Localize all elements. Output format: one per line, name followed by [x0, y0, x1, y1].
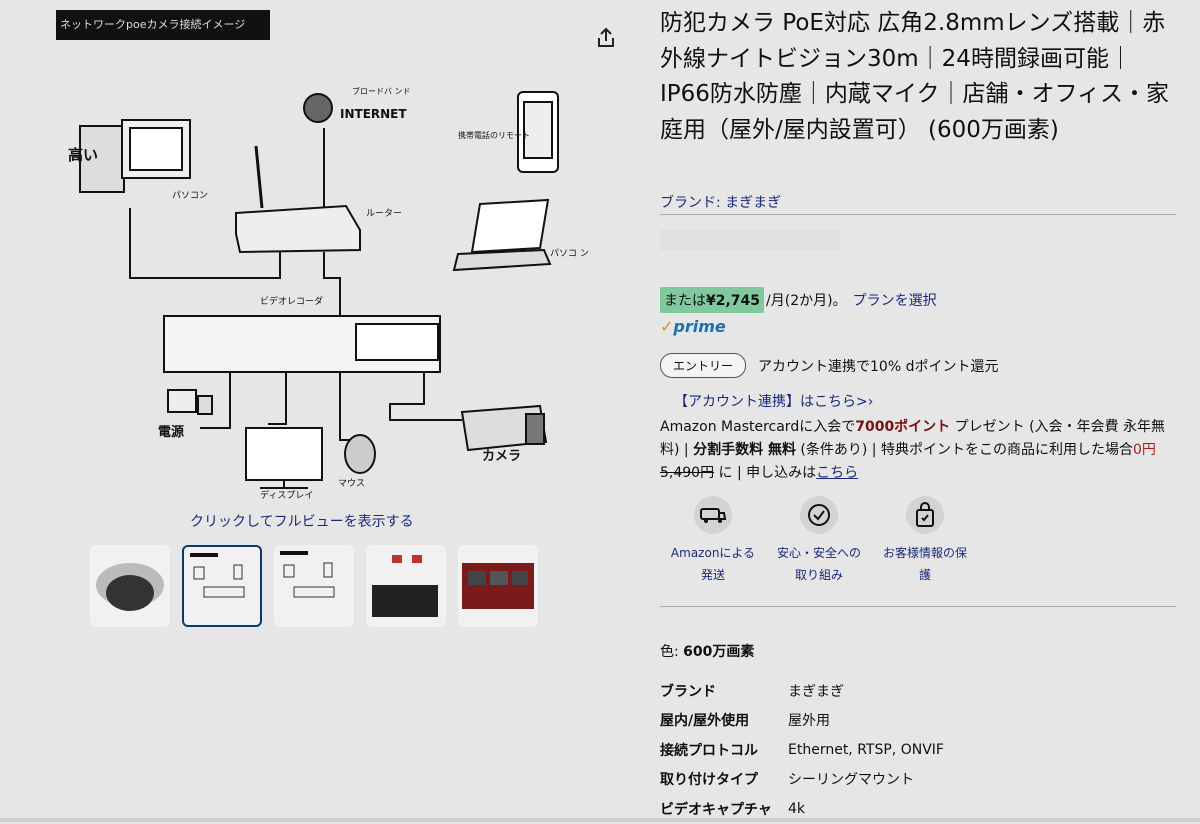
label-broadband: ブロードバ ンド [352, 86, 411, 96]
label-internet: INTERNET [340, 107, 407, 121]
color-value: 600万画素 [683, 644, 755, 660]
mastercard-promo: Amazon Mastercardに入会で7000ポイント プレゼント (入会・… [660, 419, 1165, 481]
prime-badge: ✓prime [660, 317, 726, 336]
prime-check-icon: ✓ [660, 317, 674, 336]
image-caption: ネットワークpoeカメラ接続イメージ [56, 10, 270, 40]
label-pc: パソコン [172, 190, 208, 201]
feature-safety[interactable]: 安心・安全への取り組み [766, 496, 872, 586]
table-row: ブランドまぎまぎ [660, 683, 844, 700]
thumbnail-network-diagram[interactable] [182, 545, 262, 627]
label-display: ディスプレイ [260, 489, 313, 501]
divider [660, 214, 1176, 215]
thumbnail-dome-camera[interactable] [90, 545, 170, 627]
apply-link[interactable]: こちら [816, 465, 859, 481]
entry-row: エントリー アカウント連携で10% dポイント還元 [660, 353, 998, 378]
table-row: 屋内/屋外使用屋外用 [660, 713, 830, 730]
thumbnail-strip [90, 545, 538, 627]
label-camera: カメラ [482, 449, 521, 464]
installment-price: ¥2,745 [706, 293, 761, 309]
label-power: 電源 [158, 424, 184, 440]
pc-tower [79, 125, 125, 193]
entry-text: アカウント連携で10% dポイント還元 [758, 358, 999, 375]
product-main-image[interactable]: ブロードバ ンド INTERNET 携帯電話のリモート 高い パソコン ルーター… [50, 8, 590, 508]
power-adapter [167, 389, 197, 413]
label-pc2: パソコ ン [550, 248, 589, 259]
label-mouse: マウス [338, 478, 365, 489]
label-phone: 携帯電話のリモート [458, 130, 530, 140]
globe-icon [303, 93, 333, 123]
installment-row: または¥2,745 /月(2か月)。 プランを選択 [660, 287, 937, 313]
feature-icons: Amazonによる発送 安心・安全への取り組み お客様情報の保護 [660, 496, 978, 586]
lock-bag-icon [916, 502, 934, 527]
installment-highlight: または¥2,745 [660, 287, 765, 313]
installment-suffix: /月(2か月)。 [766, 293, 847, 309]
table-row: 取り付けタイプシーリングマウント [660, 772, 914, 789]
bottom-divider [0, 818, 1200, 822]
entry-button[interactable]: エントリー [660, 353, 747, 378]
display-icon [245, 427, 323, 481]
router [235, 204, 361, 254]
product-title: 防犯カメラ PoE対応 広角2.8mmレンズ搭載｜赤外線ナイトビジョン30m｜2… [660, 10, 1169, 143]
mouse-icon [344, 434, 376, 474]
truck-icon [700, 508, 727, 523]
label-high: 高い [68, 146, 98, 164]
faint-placeholder [660, 230, 840, 250]
thumbnail-app-screens[interactable] [366, 545, 446, 627]
brand-link[interactable]: ブランド: まぎまぎ [660, 195, 782, 211]
thumbnail-network-diagram-2[interactable] [274, 545, 354, 627]
fullview-link[interactable]: クリックしてフルビューを表示する [190, 514, 414, 530]
laptop-icon [470, 198, 550, 254]
points-text: 7000ポイント [855, 419, 951, 435]
account-link[interactable]: 【アカウント連携】はこちら>› [674, 394, 874, 410]
feature-privacy[interactable]: お客様情報の保護 [872, 496, 978, 586]
share-icon[interactable] [594, 26, 618, 50]
thumbnail-monitor-grid[interactable] [458, 545, 538, 627]
label-recorder: ビデオレコーダ [260, 295, 323, 307]
badge-icon [808, 504, 830, 526]
feature-amazon-shipping[interactable]: Amazonによる発送 [660, 496, 766, 586]
label-router: ルーター [366, 208, 402, 219]
divider [660, 606, 1176, 607]
color-row: 色: 600万画素 [660, 644, 755, 660]
select-plan-link[interactable]: プランを選択 [852, 293, 937, 309]
